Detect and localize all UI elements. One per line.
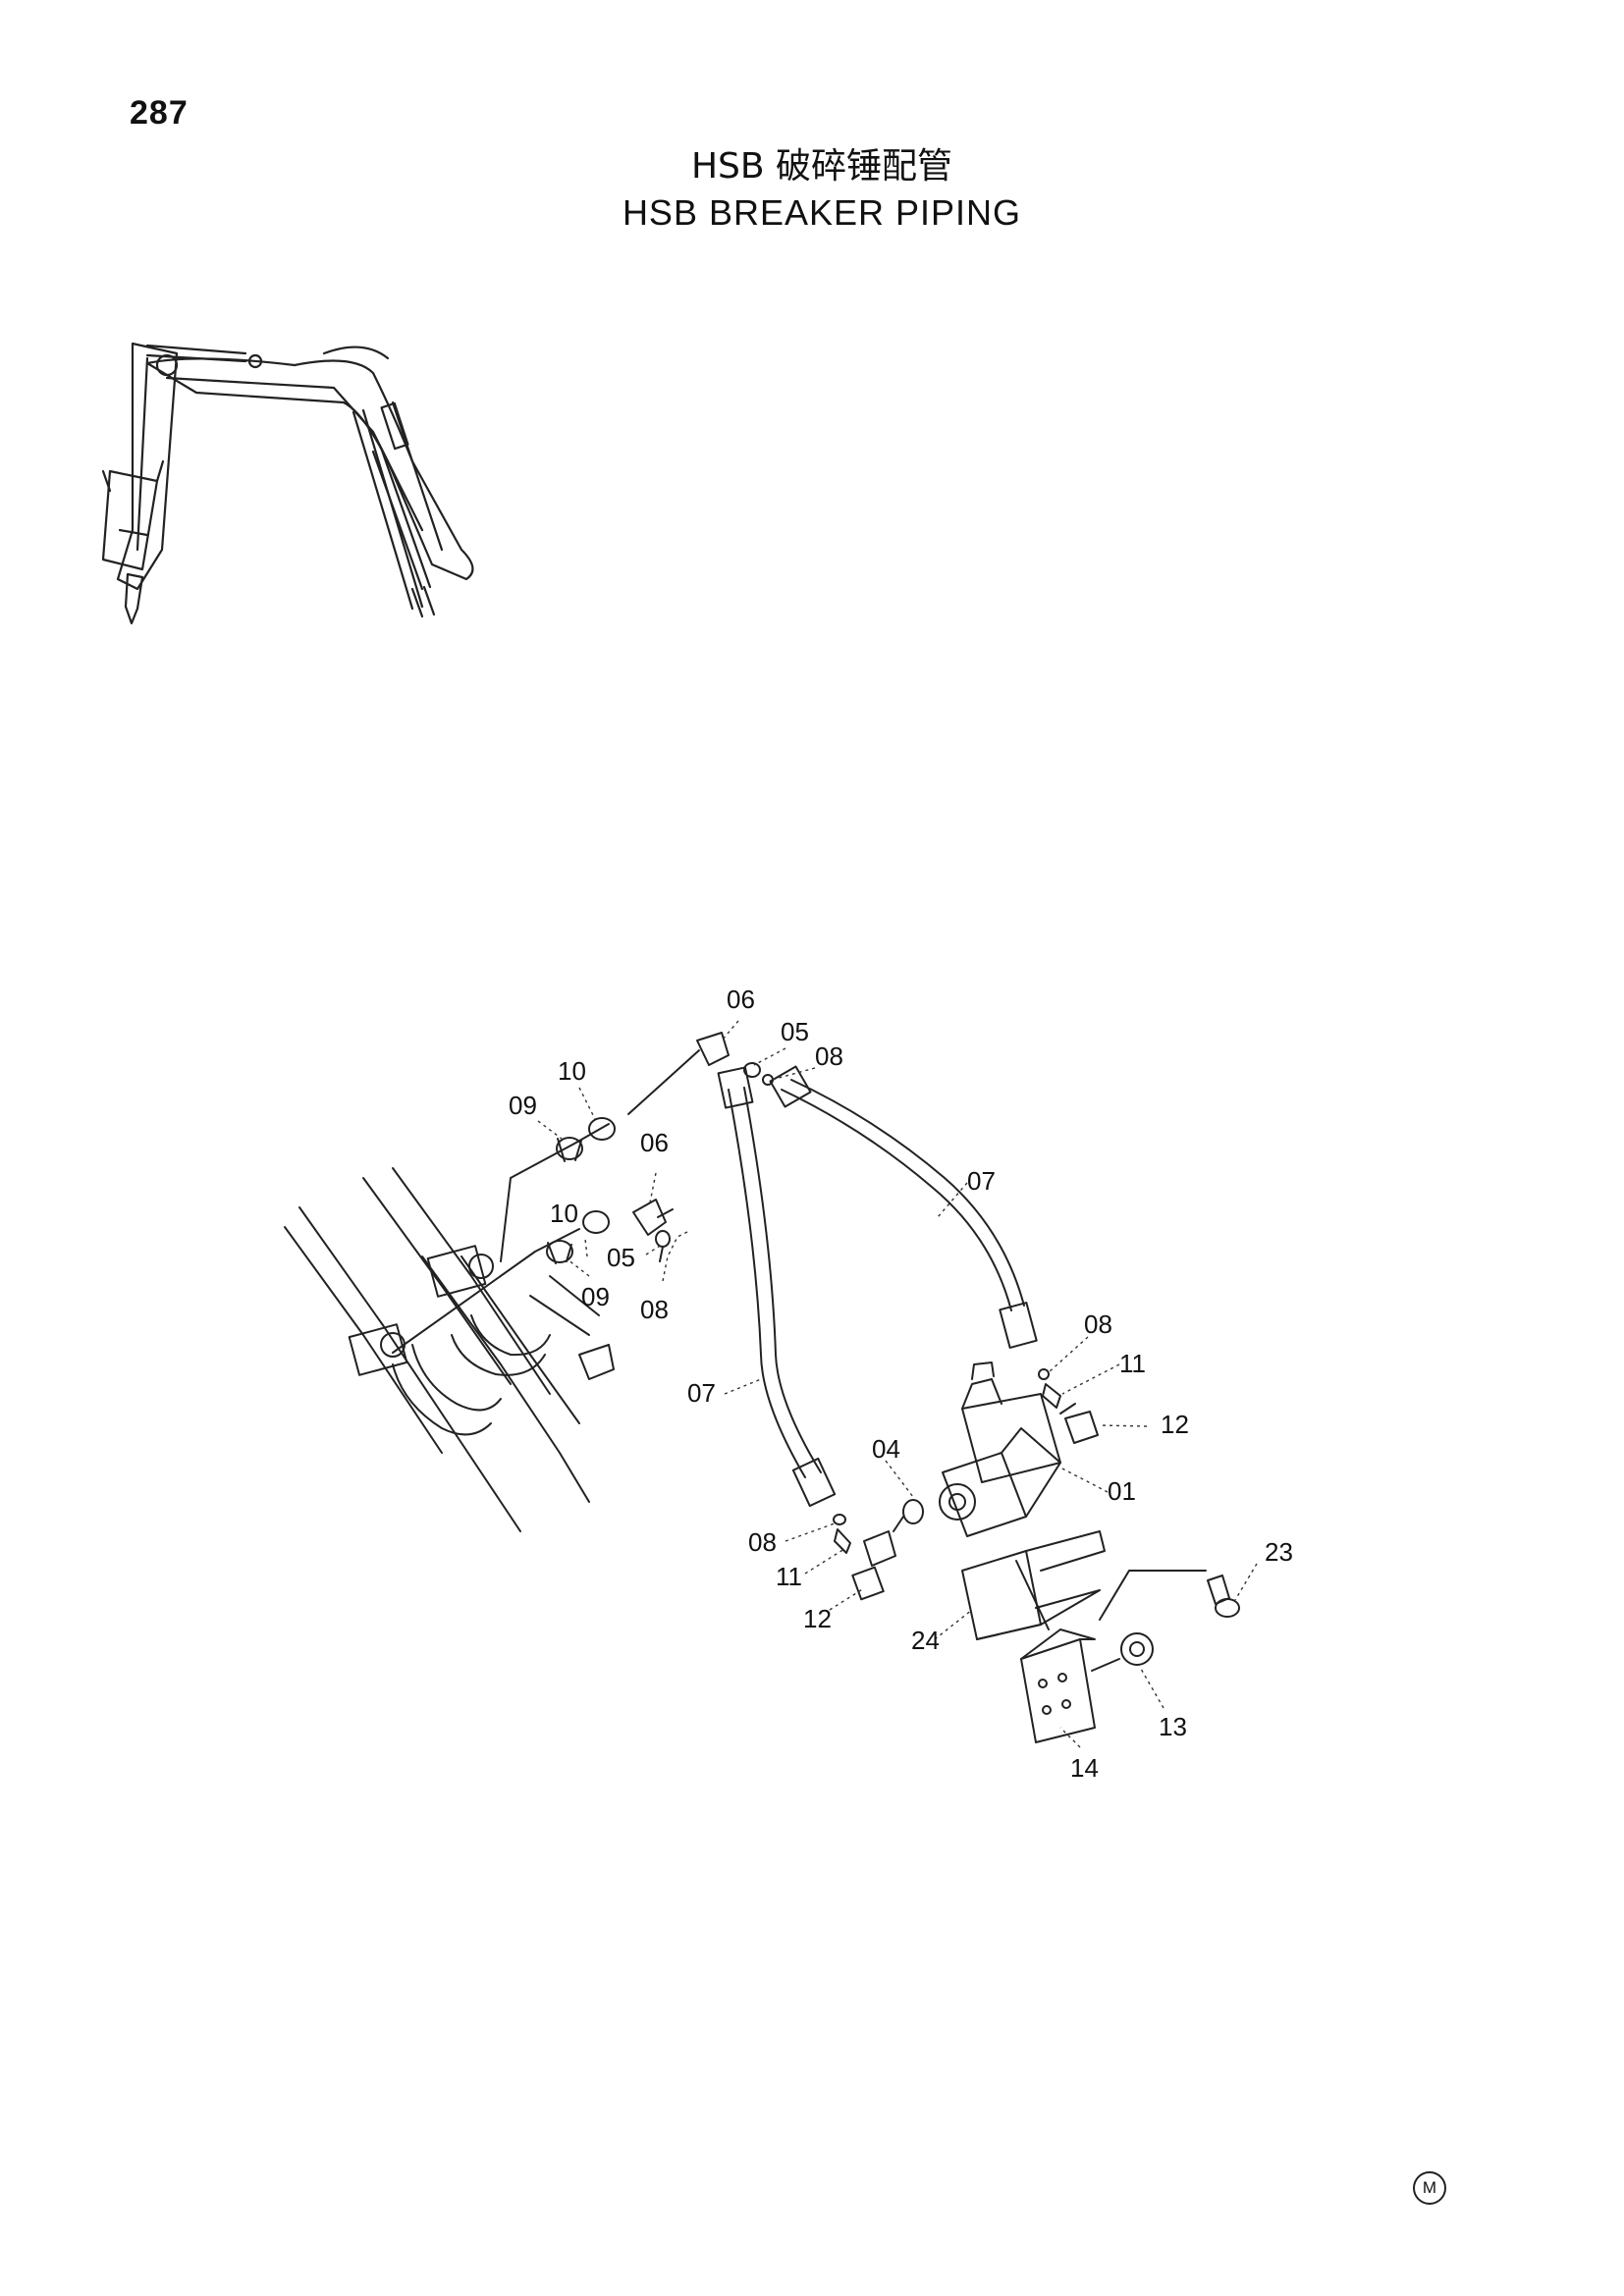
callout-01: 01 [1108,1476,1136,1506]
callout-09-lower: 09 [581,1282,610,1311]
callout-06-lower: 06 [640,1128,669,1157]
callout-10: 10 [558,1056,586,1086]
title-chinese: HSB 破碎锤配管 [690,146,953,187]
callout-13: 13 [1159,1712,1187,1741]
callout-05: 05 [781,1017,809,1046]
callout-11-left: 11 [776,1562,802,1591]
part-callouts: 06 05 08 10 09 06 07 10 05 09 08 08 11 0… [509,985,1293,1783]
leader-lines [537,1020,1258,1748]
callout-06: 06 [727,985,755,1014]
callout-07-right: 07 [967,1166,996,1196]
callout-08-right: 08 [1084,1309,1112,1339]
callout-14: 14 [1070,1753,1099,1783]
callout-09: 09 [509,1091,537,1120]
excavator-overview-sketch [101,342,474,625]
callout-11-right: 11 [1119,1349,1146,1378]
callout-12-right: 12 [1161,1410,1189,1439]
callout-08: 08 [815,1041,843,1071]
piping-assembly-drawing [284,1032,1240,1743]
callout-24: 24 [911,1626,940,1655]
callout-10-lower: 10 [550,1199,578,1228]
callout-12-left: 12 [803,1604,832,1633]
model-mark: M [1413,2171,1446,2205]
page-number: 287 [130,94,189,132]
title-english: HSB BREAKER PIPING [622,192,1022,233]
callout-04: 04 [872,1434,900,1464]
callout-08-lower: 08 [640,1295,669,1324]
callout-23: 23 [1265,1537,1293,1567]
callout-08-left: 08 [748,1527,777,1557]
callout-05-lower: 05 [607,1243,635,1272]
callout-07-left: 07 [687,1378,716,1408]
